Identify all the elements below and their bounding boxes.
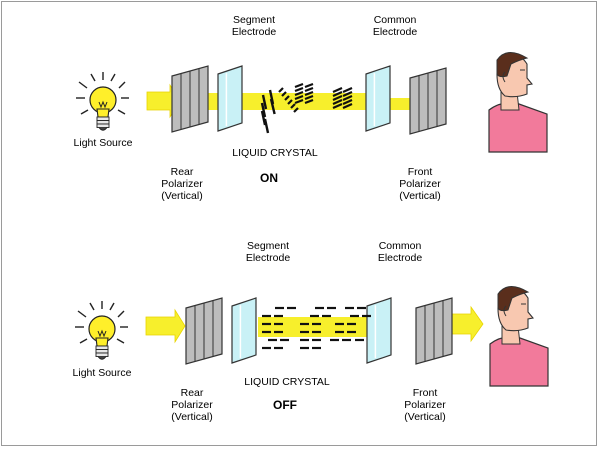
on-person-figure <box>488 52 548 153</box>
off-front-polarizer <box>415 297 453 365</box>
off-segment-electrode <box>231 297 257 364</box>
off-bulb-icon <box>75 301 128 360</box>
on-state-label: ON <box>260 171 278 185</box>
on-blocked-beam <box>385 98 412 110</box>
on-liquid-crystal-label: LIQUID CRYSTAL <box>232 147 318 159</box>
off-crystal-beam <box>258 317 372 337</box>
on-rear-polarizer <box>171 65 209 133</box>
off-liquid-crystal-label: LIQUID CRYSTAL <box>244 376 330 388</box>
off-light-source-label: Light Source <box>72 367 132 379</box>
off-hair <box>497 286 530 312</box>
off-state-label: OFF <box>273 398 297 412</box>
off-liquid-crystal-molecules <box>262 306 371 350</box>
on-common-electrode <box>365 65 391 132</box>
off-rear-polarizer <box>185 297 223 365</box>
off-person-figure <box>489 286 549 387</box>
on-bulb-icon <box>76 72 129 131</box>
on-ear <box>502 71 506 83</box>
off-ear <box>503 305 507 317</box>
on-liquid-crystal-molecules <box>260 82 353 134</box>
on-segment-electrode <box>217 65 243 132</box>
off-common-electrode <box>366 297 392 364</box>
on-front-polarizer <box>409 67 447 135</box>
on-light-source-label: Light Source <box>73 137 133 149</box>
on-hair <box>496 52 529 78</box>
off-entry-beam-arrow <box>145 308 186 344</box>
